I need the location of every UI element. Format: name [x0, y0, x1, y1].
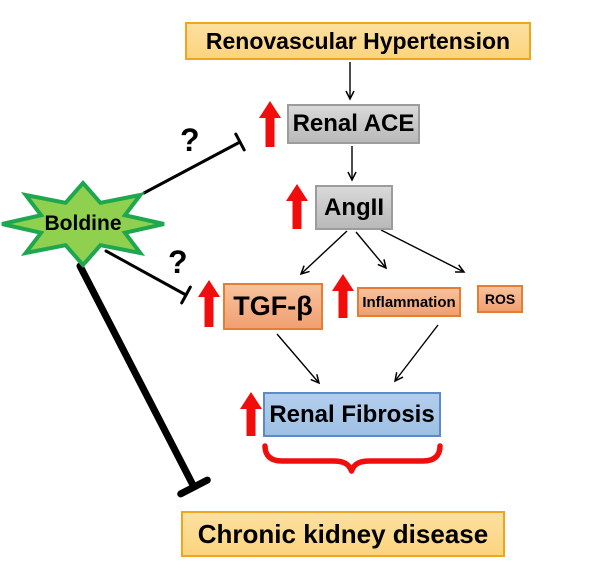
inhibition-boldine-to-chronic-kidney-disease [76, 262, 211, 498]
inhibition-boldine-to-tgf-beta [104, 249, 192, 305]
node-tgf-beta: TGF-β [223, 283, 323, 330]
node-inflammation: Inflammation [357, 287, 461, 317]
arrow-angii-to-inflammation [355, 231, 388, 270]
node-angii: AngII [315, 185, 393, 230]
node-renal-fibrosis: Renal Fibrosis [263, 392, 441, 437]
node-chronic-kidney-disease: Chronic kidney disease [181, 511, 505, 557]
inhibition-boldine-to-renal-ace [142, 132, 246, 195]
up-arrow-icon-inflammation [332, 274, 354, 318]
node-renal-ace: Renal ACE [287, 104, 420, 144]
curly-brace-icon [262, 443, 443, 474]
question-mark-renal-ace: ? [180, 122, 200, 158]
arrow-angii-to-tgf-beta [299, 230, 348, 276]
up-arrow-icon-renal-ace [259, 101, 281, 147]
up-arrow-icon-tgf-beta [198, 280, 220, 327]
arrow-inflammation-to-renal-fibrosis [393, 324, 439, 383]
arrow-angii-to-ros [380, 229, 466, 273]
node-ros: ROS [477, 285, 523, 313]
up-arrow-icon-renal-fibrosis [240, 392, 262, 436]
question-mark-tgf-beta: ? [168, 244, 188, 280]
node-renovascular-hypertension: Renovascular Hypertension [185, 22, 531, 60]
up-arrow-icon-angii [286, 184, 308, 229]
boldine-starburst-shape [1, 179, 165, 269]
arrow-tgf-beta-to-renal-fibrosis [276, 333, 321, 385]
boldine-label: Boldine [44, 212, 122, 235]
